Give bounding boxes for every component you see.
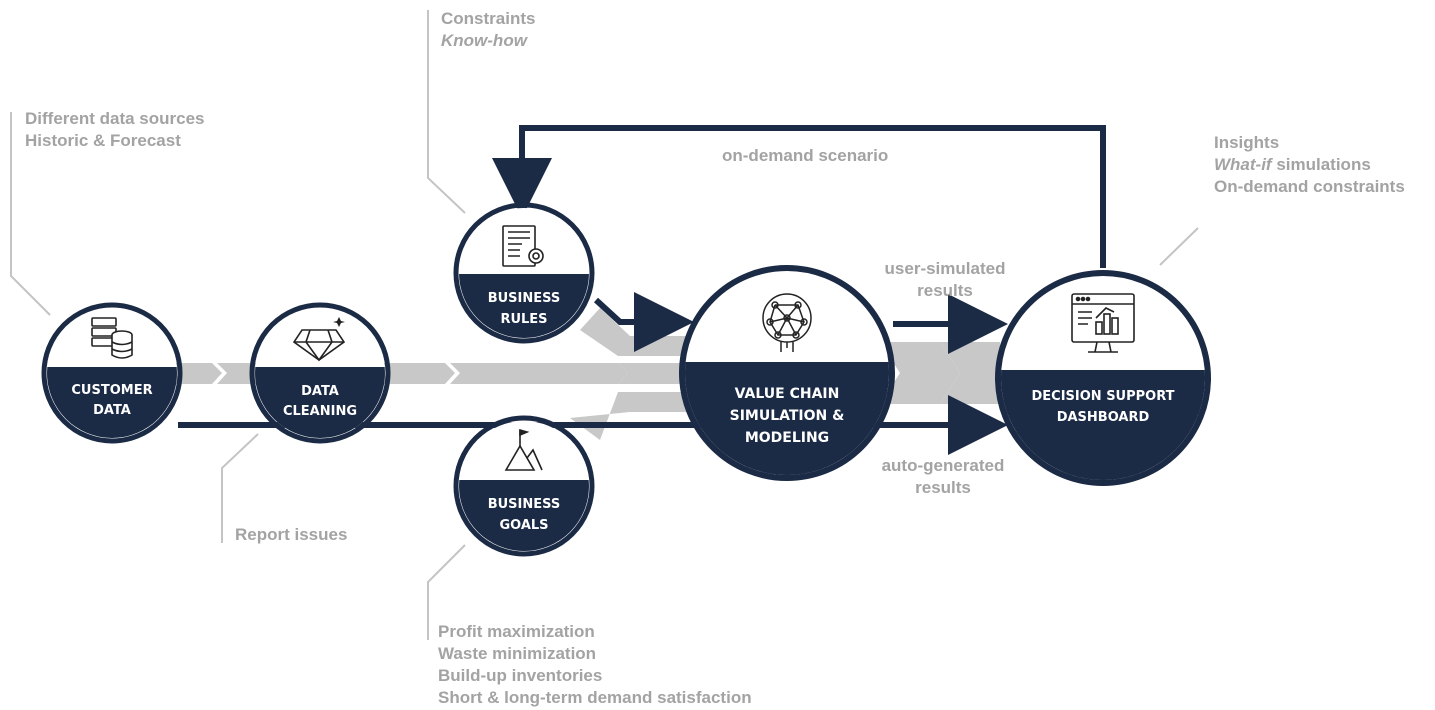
on-demand-arrow bbox=[492, 125, 1106, 268]
report-text: Report issues bbox=[235, 525, 348, 544]
user-simulated-line1: user-simulated bbox=[884, 259, 1006, 278]
auto-generated-label: auto-generated results bbox=[868, 455, 1018, 499]
node-dashboard bbox=[995, 270, 1211, 486]
sources-line2: Historic & Forecast bbox=[25, 131, 181, 150]
on-demand-text: on-demand scenario bbox=[722, 146, 889, 165]
insights-line2-italic: What-if bbox=[1214, 155, 1272, 174]
constraints-line1: Constraints bbox=[441, 9, 536, 28]
rules-to-model-arrow bbox=[593, 292, 694, 352]
document-gear-icon bbox=[502, 225, 544, 267]
dashboard-line1: DECISION SUPPORT bbox=[1031, 389, 1175, 404]
user-simulated-label: user-simulated results bbox=[870, 258, 1020, 302]
dashboard-label: DECISION SUPPORT DASHBOARD bbox=[1018, 386, 1188, 428]
node-data-cleaning bbox=[249, 302, 391, 444]
on-demand-label: on-demand scenario bbox=[722, 145, 888, 167]
diamond-icon bbox=[292, 317, 346, 362]
sources-line1: Different data sources bbox=[25, 109, 205, 128]
customer-data-label: CUSTOMER DATA bbox=[62, 381, 162, 421]
data-cleaning-line2: CLEANING bbox=[282, 404, 358, 419]
data-cleaning-line1: DATA bbox=[301, 384, 339, 399]
sources-note: Different data sources Historic & Foreca… bbox=[25, 108, 205, 152]
constraints-note: Constraints Know-how bbox=[441, 8, 535, 52]
insights-line2: What-if simulations bbox=[1214, 154, 1405, 176]
business-goals-line2: GOALS bbox=[499, 518, 549, 533]
business-rules-line1: BUSINESS bbox=[487, 291, 561, 306]
mountain-flag-icon bbox=[504, 428, 543, 471]
insights-line3: On-demand constraints bbox=[1214, 177, 1405, 196]
auto-generated-line2: results bbox=[915, 478, 971, 497]
node-value-chain bbox=[679, 265, 895, 481]
value-chain-line2: SIMULATION & bbox=[729, 408, 845, 424]
constraints-line2: Know-how bbox=[441, 31, 527, 50]
report-note: Report issues bbox=[235, 524, 347, 546]
business-rules-line2: RULES bbox=[500, 312, 548, 327]
neural-network-icon bbox=[762, 293, 812, 352]
value-chain-line3: MODELING bbox=[744, 430, 830, 446]
insights-line2-rest: simulations bbox=[1271, 155, 1371, 174]
dashboard-line2: DASHBOARD bbox=[1056, 410, 1150, 425]
monitor-chart-icon bbox=[1071, 293, 1135, 353]
business-goals-label: BUSINESS GOALS bbox=[474, 494, 574, 536]
node-business-rules bbox=[453, 202, 595, 344]
value-chain-line1: VALUE CHAIN bbox=[734, 386, 840, 402]
auto-generated-line1: auto-generated bbox=[881, 456, 1005, 475]
insights-note: Insights What-if simulations On-demand c… bbox=[1214, 132, 1405, 198]
customer-data-line2: DATA bbox=[93, 403, 131, 418]
user-simulated-line2: results bbox=[917, 281, 973, 300]
value-chain-label: VALUE CHAIN SIMULATION & MODELING bbox=[712, 383, 862, 449]
business-goals-line1: BUSINESS bbox=[487, 497, 561, 512]
business-rules-label: BUSINESS RULES bbox=[474, 288, 574, 330]
customer-data-line1: CUSTOMER bbox=[71, 383, 153, 398]
leader-lines bbox=[10, 10, 1199, 640]
node-customer-data bbox=[41, 302, 183, 444]
goals-list-item: Build-up inventories bbox=[438, 666, 603, 685]
insights-line1: Insights bbox=[1214, 133, 1280, 152]
database-server-icon bbox=[91, 317, 133, 359]
goals-list-item: Waste minimization bbox=[438, 644, 597, 663]
goals-list-item: Short & long-term demand satisfaction bbox=[438, 688, 752, 707]
goals-list: Profit maximization Waste minimization B… bbox=[438, 621, 752, 709]
node-business-goals bbox=[453, 415, 595, 557]
data-cleaning-label: DATA CLEANING bbox=[270, 382, 370, 422]
goals-list-item: Profit maximization bbox=[438, 622, 595, 641]
